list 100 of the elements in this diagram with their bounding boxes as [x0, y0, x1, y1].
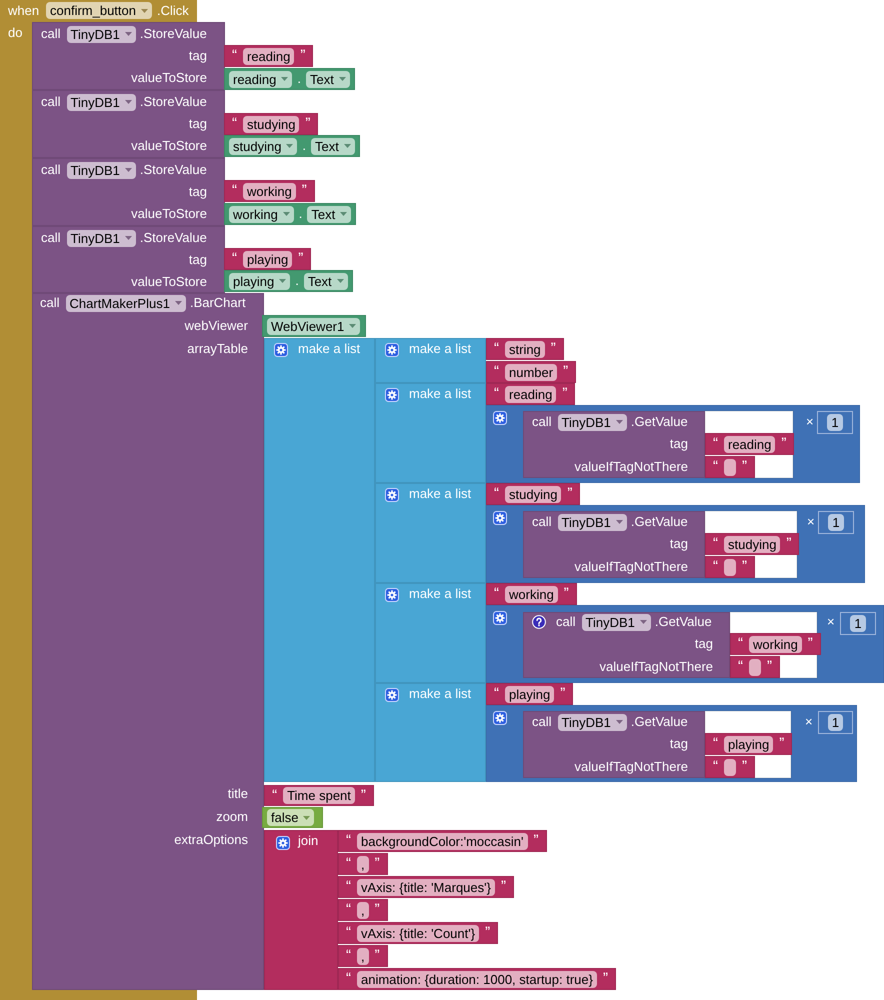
- multiply-block: [486, 505, 865, 583]
- text-field: studying: [724, 536, 780, 552]
- keyword-label: call: [532, 514, 552, 530]
- text-block: [705, 533, 800, 555]
- block-label: join: [298, 833, 318, 849]
- method-name: .StoreValue: [140, 94, 207, 110]
- text-block: [224, 45, 314, 67]
- keyword-label: call: [532, 714, 552, 730]
- socket-label: valueIfTagNotThere: [600, 659, 713, 675]
- separator: .: [298, 206, 302, 222]
- quote-mark: ”: [485, 925, 490, 941]
- dropdown: TinyDB1: [66, 162, 136, 178]
- quote-mark: ”: [742, 559, 747, 575]
- quote-mark: ”: [560, 686, 566, 702]
- text-block: [338, 968, 616, 990]
- quote-mark: ”: [742, 759, 747, 775]
- quote-mark: “: [494, 386, 499, 402]
- text-field: string: [505, 340, 545, 358]
- quote-mark: ”: [500, 879, 506, 895]
- socket-label: webViewer: [184, 318, 248, 334]
- dropdown: studying: [229, 138, 298, 154]
- number-field: 1: [828, 714, 844, 731]
- dropdown: TinyDB1: [558, 714, 627, 730]
- socket-label: arrayTable: [187, 341, 248, 357]
- keyword-label: call: [41, 230, 61, 246]
- text-block: [338, 853, 388, 875]
- method-call-block: [32, 158, 225, 226]
- property-getter-block: [224, 203, 356, 225]
- dropdown: Text: [306, 70, 350, 88]
- socket-label: tag: [188, 48, 207, 64]
- text-field: ,: [357, 948, 369, 964]
- quote-mark: ”: [298, 251, 304, 267]
- property-getter-block: [224, 135, 360, 157]
- method-name: .StoreValue: [140, 26, 207, 42]
- text-field: vAxis: {title: 'Count'}: [357, 924, 480, 942]
- quote-mark: ”: [550, 341, 556, 357]
- keyword-label: call: [40, 295, 60, 311]
- quote-mark: “: [232, 183, 237, 199]
- text-block: [486, 383, 576, 405]
- socket-label: tag: [188, 116, 207, 132]
- text-block: [705, 433, 794, 455]
- quote-mark: ”: [742, 459, 747, 475]
- text-field: reading: [724, 436, 776, 452]
- quote-mark: ”: [360, 788, 366, 804]
- list-block: [375, 338, 486, 383]
- socket-label: tag: [670, 736, 688, 752]
- quote-mark: “: [713, 536, 718, 552]
- text-block: [224, 248, 312, 270]
- quote-mark: “: [494, 341, 499, 357]
- text-field: studying: [243, 116, 300, 132]
- text-block: [705, 756, 755, 778]
- number-block: [818, 711, 853, 734]
- method-call-block: [523, 612, 730, 678]
- text-field: studying: [505, 486, 562, 502]
- dropdown: false: [267, 809, 314, 826]
- keyword-label: call: [41, 162, 61, 178]
- quote-mark: ”: [564, 586, 569, 602]
- dropdown: TinyDB1: [558, 514, 627, 530]
- quote-mark: “: [494, 486, 499, 502]
- socket-label: tag: [188, 184, 207, 200]
- text-field: reading: [505, 386, 556, 402]
- quote-mark: ”: [779, 736, 784, 752]
- method-name: .StoreValue: [140, 230, 207, 246]
- method-call-block: [32, 226, 225, 293]
- dropdown: TinyDB1: [66, 94, 136, 110]
- text-block: [486, 583, 577, 605]
- quote-mark: ”: [534, 833, 538, 849]
- keyword-label: call: [532, 414, 552, 430]
- quote-mark: ”: [562, 386, 568, 402]
- dropdown: reading: [229, 70, 292, 88]
- quote-mark: “: [738, 636, 743, 652]
- dropdown: TinyDB1: [582, 614, 651, 630]
- text-field: working: [505, 586, 558, 602]
- multiply-block: [486, 405, 860, 483]
- quote-mark: “: [232, 251, 237, 267]
- text-block: [224, 180, 315, 202]
- method-name: .StoreValue: [140, 162, 207, 178]
- keyword-label: call: [41, 26, 61, 42]
- quote-mark: “: [346, 879, 351, 895]
- quote-mark: “: [494, 586, 499, 602]
- quote-mark: ”: [374, 902, 380, 918]
- text-block: [486, 361, 576, 383]
- text-block: [338, 876, 514, 898]
- text-block: [705, 556, 755, 578]
- text-field: playing: [243, 250, 292, 268]
- method-call-block: [523, 411, 705, 478]
- text-field: Time spent: [283, 787, 355, 804]
- dropdown: Text: [311, 138, 355, 154]
- number-field: 1: [828, 514, 844, 531]
- property-getter-block: [224, 270, 353, 292]
- dropdown: Text: [307, 206, 352, 222]
- socket-label: zoom: [216, 809, 248, 825]
- list-block: [375, 383, 486, 483]
- operator-label: ×: [805, 714, 813, 730]
- text-block: [705, 733, 792, 755]
- dropdown: confirm_button: [46, 2, 152, 19]
- operator-label: ×: [806, 414, 814, 430]
- quote-mark: ”: [603, 971, 608, 987]
- quote-mark: “: [346, 925, 351, 941]
- socket-label: valueToStore: [131, 274, 207, 290]
